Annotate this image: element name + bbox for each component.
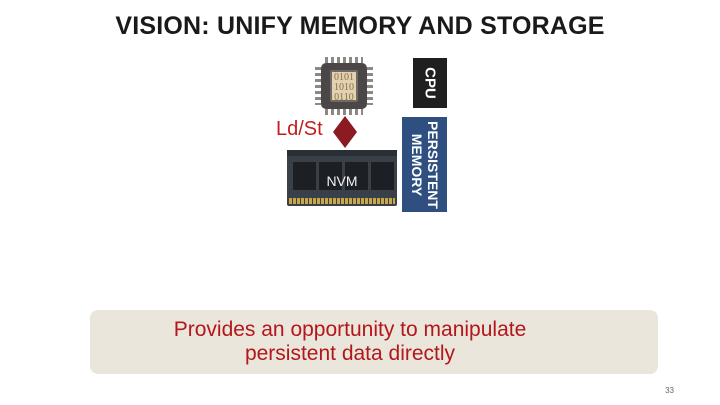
- chip-pins-bottom: [325, 109, 363, 115]
- dimm-chip: [293, 162, 316, 190]
- cpu-chip-icon: 0101 1010 0110: [315, 57, 373, 115]
- persistent-memory-box: PERSISTENT MEMORY: [402, 117, 447, 212]
- chip-bits-row: 0110: [334, 92, 354, 103]
- chip-bits-row: 0101: [334, 72, 354, 83]
- chip-pins-right: [367, 67, 373, 105]
- arrow-diamond: [333, 116, 357, 148]
- load-store-label: Ld/St: [276, 118, 323, 140]
- persistent-memory-line1: PERSISTENT: [424, 120, 441, 209]
- nvm-label: NVM: [326, 173, 358, 189]
- dimm-contacts: [289, 198, 395, 204]
- cpu-label-box: CPU: [413, 58, 447, 108]
- dimm-chip: [371, 162, 394, 190]
- chip-pins-top: [325, 57, 363, 63]
- callout-box: Provides an opportunity to manipulate pe…: [90, 310, 658, 374]
- dimm-top-edge: [287, 150, 397, 156]
- chip-pins-left: [315, 67, 321, 105]
- page-number: 33: [665, 386, 674, 395]
- load-store-arrow-icon: [333, 116, 357, 148]
- callout-line1: Provides an opportunity to manipulate: [173, 318, 527, 341]
- dimm-chip: [345, 162, 368, 190]
- chip-bits-row: 1010: [334, 82, 354, 93]
- slide-title: VISION: UNIFY MEMORY AND STORAGE: [115, 12, 605, 40]
- nvm-module-icon: NVM: [287, 150, 397, 206]
- callout-line2: persistent data directly: [244, 342, 456, 365]
- chip-core: 0101 1010 0110: [330, 70, 358, 103]
- cpu-label: CPU: [421, 67, 439, 99]
- persistent-memory-label: PERSISTENT MEMORY: [409, 121, 441, 209]
- persistent-memory-line2: MEMORY: [408, 133, 425, 196]
- dimm-chip: [319, 162, 342, 190]
- chip-body: 0101 1010 0110: [321, 63, 367, 109]
- callout-text: Provides an opportunity to manipulate pe…: [90, 318, 610, 366]
